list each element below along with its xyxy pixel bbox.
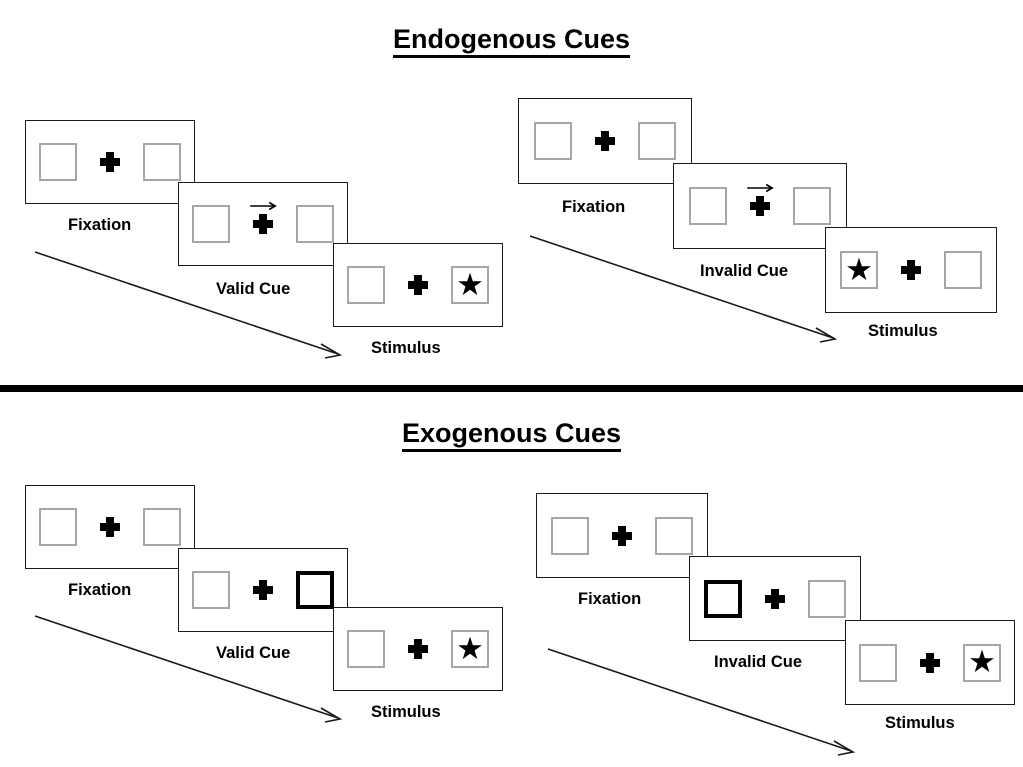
fixation-cross-icon [253,214,273,234]
fixation-cross-wrap [592,120,618,162]
frame-exogenous-valid-stimulus: ★ [333,607,503,691]
frame-content [689,183,831,227]
fixation-cross-wrap [917,642,943,684]
stimulus-box-right [655,516,693,555]
fixation-cross-icon [765,588,785,609]
frame-exogenous-valid-cue [178,548,348,632]
caption-exogenous-invalid-stimulus: Stimulus [885,714,955,732]
caption-endogenous-invalid-fixation: Fixation [562,198,626,216]
fixation-cross-icon [612,525,632,546]
caption-endogenous-invalid-cue: Invalid Cue [700,262,789,280]
stimulus-box-right [793,187,831,225]
frame-content: ★ [859,642,1001,684]
fixation-cross-wrap [746,183,776,227]
frame-content [551,515,693,557]
caption-exogenous-invalid-cue: Invalid Cue [714,653,803,671]
fixation-cross-icon [408,275,428,295]
section-title-exogenous: Exogenous Cues [0,418,1023,452]
time-arrow-exogenous-invalid [546,645,866,760]
stimulus-box-left [347,266,385,304]
caption-endogenous-valid-cue: Valid Cue [216,280,291,298]
frame-endogenous-invalid-fixation [518,98,692,184]
section-title-endogenous-text: Endogenous Cues [392,24,630,58]
fixation-cross-icon [253,580,273,600]
frame-content: ★ [347,628,489,670]
stimulus-box-left [192,571,230,609]
stimulus-box-left-highlighted [704,579,742,618]
fixation-cross-icon [595,131,615,151]
stimulus-box-left: ★ [840,251,878,289]
fixation-cross-icon [901,260,921,280]
stimulus-box-left [859,643,897,682]
arrow-right-icon [746,183,776,193]
stimulus-box-right [944,251,982,289]
fixation-cross-wrap [97,141,123,183]
frame-endogenous-valid-stimulus: ★ [333,243,503,327]
fixation-cross-icon [100,517,120,537]
stimulus-box-left [534,122,572,160]
arrow-right-icon [249,201,279,211]
frame-exogenous-invalid-stimulus: ★ [845,620,1015,705]
frame-endogenous-invalid-stimulus: ★ [825,227,997,313]
star-icon: ★ [456,266,484,302]
frame-content [39,141,181,183]
star-icon: ★ [845,251,873,287]
frame-exogenous-invalid-cue [689,556,861,641]
fixation-cross-wrap [762,578,788,620]
time-arrow-endogenous-invalid [528,232,848,347]
stimulus-box-left [39,143,77,181]
fixation-cross-wrap [249,201,279,245]
frame-content [39,506,181,548]
stimulus-box-right [143,508,181,546]
stimulus-box-right [143,143,181,181]
frame-content [534,120,676,162]
frame-content: ★ [347,264,489,306]
fixation-cross-wrap [97,506,123,548]
fixation-cross-icon [408,639,428,659]
fixation-cross-wrap [609,515,635,557]
stimulus-box-left [551,516,589,555]
stimulus-box-right-highlighted [296,571,334,609]
frame-exogenous-valid-fixation [25,485,195,569]
section-divider [0,385,1023,392]
frame-content: ★ [840,249,982,291]
frame-content [192,569,334,611]
frame-endogenous-valid-cue [178,182,348,266]
stimulus-box-right [296,205,334,243]
stimulus-box-right: ★ [963,643,1001,682]
frame-content [192,201,334,245]
stimulus-box-left [192,205,230,243]
caption-endogenous-valid-stimulus: Stimulus [371,339,441,357]
fixation-cross-wrap [898,249,924,291]
section-title-exogenous-text: Exogenous Cues [401,418,622,452]
frame-content [704,578,846,620]
star-icon: ★ [456,630,484,666]
frame-exogenous-invalid-fixation [536,493,708,578]
frame-endogenous-invalid-cue [673,163,847,249]
caption-exogenous-valid-cue: Valid Cue [216,644,291,662]
fixation-cross-wrap [250,569,276,611]
caption-endogenous-invalid-stimulus: Stimulus [868,322,938,340]
frame-endogenous-valid-fixation [25,120,195,204]
stimulus-box-left [689,187,727,225]
star-icon: ★ [968,644,996,679]
stimulus-box-right [638,122,676,160]
stimulus-box-right [808,579,846,618]
fixation-cross-icon [100,152,120,172]
fixation-cross-wrap [405,264,431,306]
caption-exogenous-invalid-fixation: Fixation [578,590,642,608]
caption-exogenous-valid-stimulus: Stimulus [371,703,441,721]
fixation-cross-icon [750,196,770,216]
fixation-cross-icon [920,652,940,673]
caption-exogenous-valid-fixation: Fixation [68,581,132,599]
stimulus-box-left [39,508,77,546]
stimulus-box-right: ★ [451,266,489,304]
stimulus-box-right: ★ [451,630,489,668]
caption-endogenous-valid-fixation: Fixation [68,216,132,234]
fixation-cross-wrap [405,628,431,670]
stimulus-box-left [347,630,385,668]
section-title-endogenous: Endogenous Cues [0,24,1023,58]
